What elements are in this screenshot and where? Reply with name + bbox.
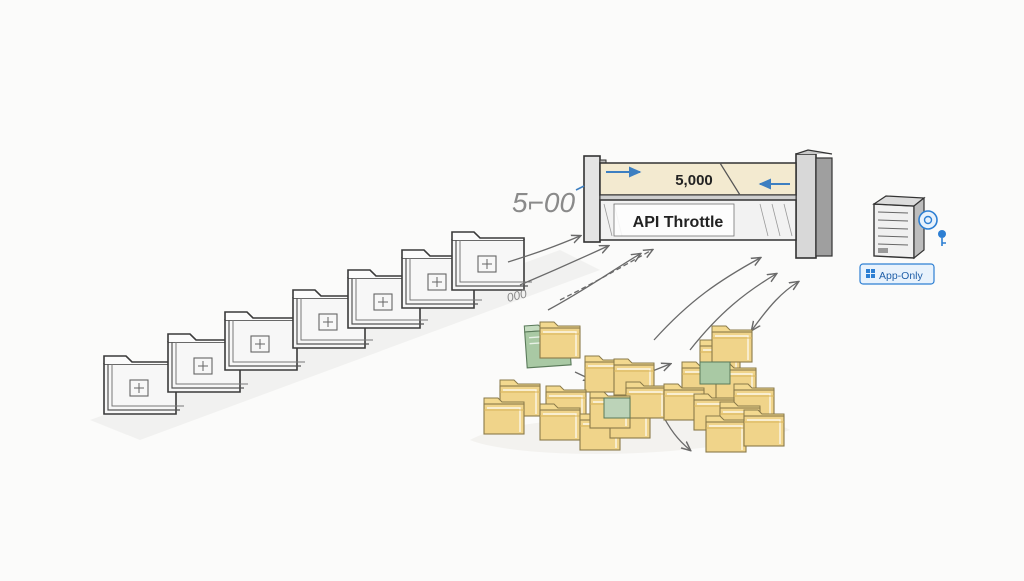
sketch-number: 5⌐00 — [512, 187, 575, 218]
folder-icon — [699, 361, 731, 385]
arrow — [507, 236, 580, 263]
folder-icon — [743, 409, 785, 447]
folder-pile — [483, 321, 785, 453]
key-icon — [918, 210, 946, 246]
gate-limit-label: 5,000 — [675, 172, 713, 189]
small-scribble: 000 — [505, 286, 528, 305]
gate-title: API Throttle — [633, 214, 724, 231]
folder-icon — [483, 397, 525, 435]
folder-icon — [625, 381, 667, 419]
arrow — [689, 274, 776, 351]
right-post — [795, 153, 817, 259]
arrow — [519, 246, 608, 286]
arrow — [653, 258, 760, 341]
folder-icon — [451, 231, 533, 291]
folder-icon — [603, 397, 631, 419]
server-badge-label: App-Only — [879, 270, 924, 282]
windows-logo-icon — [866, 269, 875, 278]
api-throttle-gate: 5,000 API Throttle — [575, 149, 833, 259]
arrow — [752, 282, 798, 330]
left-post — [583, 155, 601, 243]
app-only-badge: App-Only — [859, 263, 935, 285]
folder-icon — [705, 415, 747, 453]
gray-folder-row — [103, 231, 533, 415]
folder-icon — [711, 325, 753, 363]
server-icon — [872, 195, 926, 260]
arrow — [559, 250, 652, 301]
folder-icon — [539, 403, 581, 441]
folder-icon — [539, 321, 581, 359]
